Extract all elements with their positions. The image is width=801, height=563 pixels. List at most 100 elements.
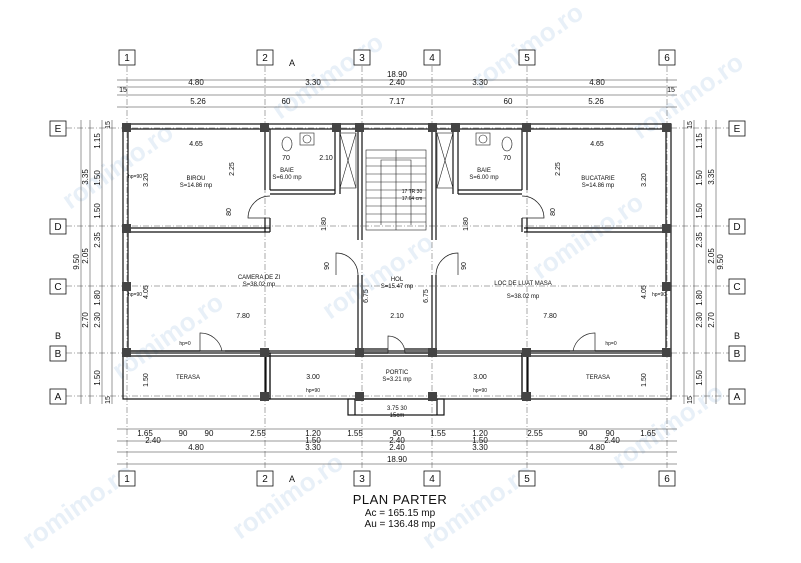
dim-text: 3.20	[641, 173, 648, 187]
door-label: hp=90	[128, 174, 142, 180]
dim-text: 2.10	[390, 313, 404, 320]
door-label: hp=0	[179, 341, 190, 347]
dim-text: 2.30	[93, 312, 102, 328]
axis-label: A	[734, 392, 741, 403]
dim-text: 4.65	[189, 141, 203, 148]
dim-text: 6.75	[363, 289, 370, 303]
dim-text: 4.65	[590, 141, 604, 148]
dimensions-left: 9.50 3.35 2.05 2.70 1.15 1.50 1.50 2.35 …	[72, 121, 112, 404]
dim-total: 18.90	[387, 70, 408, 79]
dim-text: 90	[579, 429, 588, 438]
dim-text: 90	[179, 429, 188, 438]
axis-label: 4	[429, 53, 435, 64]
dim-text: 1.50	[695, 370, 704, 386]
room-area: S=14.86 mp	[582, 183, 615, 189]
dim-text: 90	[324, 262, 331, 270]
dim-text: 3.00	[473, 374, 487, 381]
dim-text: 1.50	[695, 203, 704, 219]
dim-text: 5.26	[588, 97, 604, 106]
dim-text: 4.80	[188, 78, 204, 87]
dim-text: 3.35	[81, 169, 90, 185]
sanitary-fixtures	[281, 132, 513, 189]
dim-text: 1.50	[641, 373, 648, 387]
dim-text: 3.00	[306, 374, 320, 381]
axis-label: C	[733, 282, 740, 293]
watermark-text: romimo.ro	[526, 187, 649, 285]
dim-text: 1.50	[305, 436, 321, 445]
dim-text: 1.15	[93, 133, 102, 149]
dim-text: 7.80	[543, 313, 557, 320]
axis-label: 6	[664, 474, 670, 485]
dim-text: 60	[282, 97, 291, 106]
dim-text: 1.65	[137, 429, 153, 438]
dim-total: 9.50	[716, 254, 725, 270]
dim-text: 3.30	[305, 443, 321, 452]
section-mark-right: B	[734, 331, 740, 341]
staircase	[365, 149, 427, 231]
dim-text: 1.80	[93, 290, 102, 306]
axis-label: B	[734, 349, 741, 360]
dimensions-bottom: 1.65 90 90 2.55 1.20 1.55 90 1.55 1.20 2…	[137, 429, 656, 464]
dim-text: 4.80	[188, 443, 204, 452]
dim-text: 90	[393, 429, 402, 438]
axis-label: 1	[124, 474, 130, 485]
dim-text: 4.05	[641, 285, 648, 299]
dim-text: 2.25	[555, 162, 562, 176]
dim-text: 1.50	[695, 170, 704, 186]
room-name: BAIE	[280, 168, 294, 174]
axis-label: 2	[262, 53, 268, 64]
section-mark-left: B	[55, 331, 61, 341]
dim-text: 1.65	[640, 429, 656, 438]
dim-text: 1.20	[472, 429, 488, 438]
room-area: S=6.00 mp	[272, 175, 302, 181]
axis-label: C	[54, 282, 61, 293]
dim-text: 7.17	[389, 97, 405, 106]
dim-text: 80	[550, 208, 557, 216]
axis-label: 3	[359, 474, 365, 485]
room-name: PORTIC	[386, 370, 409, 376]
axis-label: A	[55, 392, 62, 403]
dimension-lines	[80, 79, 717, 465]
dimensions-top: 18.90 4.80 3.30 2.40 3.30 4.80 5.26 60 7…	[119, 70, 675, 106]
dim-text: 2.10	[319, 155, 333, 162]
dim-text: 15	[105, 396, 112, 404]
dim-text: 3.30	[305, 78, 321, 87]
section-mark-bottom: A	[289, 474, 295, 484]
dim-text: 2.55	[250, 429, 266, 438]
dim-text: 2.35	[93, 232, 102, 248]
room-name: LOC DE LUAT MASA	[494, 281, 551, 287]
dim-text: 15	[687, 121, 694, 129]
room-labels: BIROU S=14.86 mp BAIE S=6.00 mp BAIE S=6…	[176, 168, 615, 383]
dim-text: 15	[119, 87, 127, 94]
dim-text: 15	[105, 121, 112, 129]
dim-total: 18.90	[387, 455, 408, 464]
room-name: BUCATARIE	[581, 176, 614, 182]
dim-text: 15cm	[390, 413, 405, 419]
door-labels: hp=90 hp=90 hp=90 hp=0 hp=0 hp=90 hp=90	[128, 174, 666, 394]
dim-text: 1.50	[472, 436, 488, 445]
axis-labels-top: 1 2 3 4 5 6 A	[118, 49, 676, 68]
dim-text: 2.05	[81, 248, 90, 264]
dim-text: 80	[226, 208, 233, 216]
dim-text: 4.80	[589, 443, 605, 452]
dim-text: 2.40	[145, 436, 161, 445]
room-name: BIROU	[186, 176, 205, 182]
door-label: hp=90	[473, 388, 487, 394]
dim-text: 4.80	[589, 78, 605, 87]
dim-text: 70	[503, 155, 511, 162]
axis-label: 6	[664, 53, 670, 64]
axis-label: 5	[524, 474, 530, 485]
dim-text: 1.20	[305, 429, 321, 438]
doors	[199, 195, 596, 354]
watermark-text: romimo.ro	[316, 227, 439, 325]
dim-text: 1.50	[93, 170, 102, 186]
dim-text: 60	[504, 97, 513, 106]
axis-label: D	[733, 222, 740, 233]
axis-labels-bottom: 1 2 3 4 5 6 A	[118, 470, 676, 487]
plan-title: PLAN PARTER	[352, 492, 448, 507]
built-area: Ac = 165.15 mp	[364, 508, 436, 519]
room-name: BAIE	[477, 168, 491, 174]
dim-text: 2.25	[229, 162, 236, 176]
axis-label: E	[55, 124, 62, 135]
